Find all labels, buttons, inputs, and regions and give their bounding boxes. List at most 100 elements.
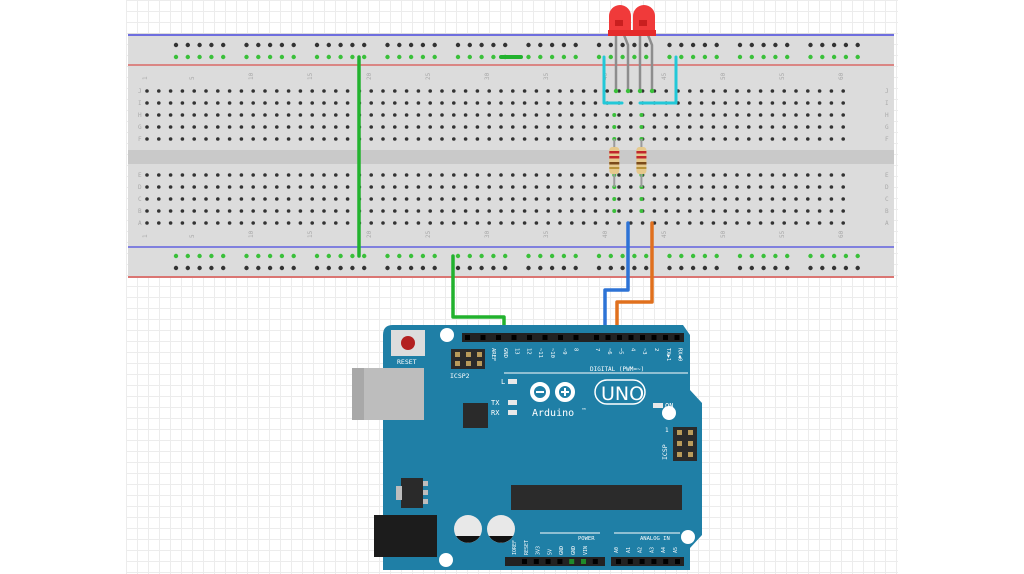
breadboard-hole <box>192 125 196 129</box>
digital-pin[interactable] <box>594 335 599 340</box>
power-pin[interactable] <box>545 559 551 564</box>
analog-pin[interactable] <box>627 559 633 564</box>
digital-pin[interactable] <box>674 335 680 340</box>
rail-hole-active <box>362 253 367 259</box>
pin6-wire[interactable] <box>603 221 630 342</box>
breadboard-hole <box>251 101 255 105</box>
breadboard-hole <box>735 185 739 189</box>
breadboard-hole <box>711 89 716 93</box>
breadboard-hole <box>334 221 338 225</box>
breadboard-hole <box>617 209 621 213</box>
rail-hole <box>173 265 179 271</box>
breadboard-hole <box>251 221 255 225</box>
rail-hole-active <box>855 54 860 60</box>
digital-pin[interactable] <box>628 335 634 340</box>
rail-hole <box>855 265 860 271</box>
rail-hole <box>644 265 649 271</box>
rail-hole-active <box>690 54 696 60</box>
digital-pin[interactable] <box>617 335 622 340</box>
led-2[interactable] <box>632 5 656 94</box>
breadboard-hole <box>239 113 244 117</box>
digital-pin[interactable] <box>527 335 532 340</box>
breadboard-hole <box>487 221 492 225</box>
rail-hole-active <box>256 54 261 60</box>
power-pin[interactable] <box>592 559 598 564</box>
breadboard-hole <box>522 101 527 105</box>
breadboard-hole <box>440 221 444 225</box>
reset-button[interactable] <box>401 336 415 350</box>
breadboard-hole <box>758 197 763 201</box>
breadboard-hole <box>416 89 421 93</box>
analog-pin[interactable] <box>663 559 669 564</box>
digital-pin[interactable] <box>605 335 611 340</box>
digital-pin[interactable] <box>480 335 486 340</box>
breadboard-hole <box>239 209 244 213</box>
breadboard-hole <box>452 101 456 105</box>
rail-hole-active <box>408 54 414 60</box>
rail-hole <box>350 265 355 271</box>
breadboard-hole <box>593 101 598 105</box>
digital-pin[interactable] <box>640 335 645 340</box>
breadboard-hole <box>416 209 421 213</box>
header-pin <box>688 441 693 446</box>
power-pin[interactable] <box>522 559 527 564</box>
led-pin-hole <box>637 88 643 94</box>
led2-cathode-wire[interactable] <box>638 55 678 105</box>
analog-pin[interactable] <box>639 559 645 564</box>
power-pin[interactable] <box>581 559 586 564</box>
power-pin[interactable] <box>569 559 575 564</box>
breadboard-hole <box>463 209 468 213</box>
header-pin <box>677 441 682 446</box>
breadboard-hole <box>381 221 385 225</box>
breadboard-hole <box>617 137 621 141</box>
power-pin[interactable] <box>557 559 563 564</box>
digital-pin[interactable] <box>558 335 563 340</box>
digital-pin[interactable] <box>511 335 517 340</box>
breadboard-hole <box>381 101 385 105</box>
digital-pin[interactable] <box>465 335 470 340</box>
breadboard-hole <box>322 209 326 213</box>
breadboard-hole <box>227 197 232 201</box>
breadboard-hole <box>475 197 480 201</box>
rail-hole-active <box>702 54 708 60</box>
resistor-band <box>609 151 620 154</box>
breadboard-hole <box>522 185 527 189</box>
led-1[interactable] <box>608 5 632 94</box>
breadboard-hole <box>345 101 350 105</box>
digital-pin[interactable] <box>496 335 501 340</box>
digital-pin[interactable] <box>573 335 579 340</box>
rail-hole-active <box>244 253 249 259</box>
breadboard-hole <box>699 113 704 117</box>
breadboard-hole <box>393 173 397 177</box>
breadboard-hole <box>546 209 550 213</box>
breadboard-hole <box>487 125 492 129</box>
led1-cathode-wire[interactable] <box>602 55 624 105</box>
breadboard-hole <box>463 125 468 129</box>
analog-pin[interactable] <box>651 559 657 564</box>
row-label: B <box>138 208 142 215</box>
digital-pin[interactable] <box>663 335 668 340</box>
header-pin <box>677 430 682 435</box>
power-jack[interactable] <box>374 515 437 557</box>
power-pin[interactable] <box>533 559 539 564</box>
breadboard-hole <box>841 89 845 93</box>
rail-hole <box>432 265 437 271</box>
pin5-wire[interactable] <box>615 221 654 342</box>
breadboard-hole <box>522 113 527 117</box>
digital-pin[interactable] <box>542 335 548 340</box>
rail-hole <box>737 42 743 48</box>
breadboard-hole <box>546 137 550 141</box>
rail-hole-active <box>831 253 837 259</box>
analog-pin[interactable] <box>616 559 621 564</box>
analog-pin[interactable] <box>675 559 680 564</box>
resistor-1[interactable] <box>609 139 620 187</box>
breadboard-hole <box>534 137 539 141</box>
digital-pin[interactable] <box>651 335 657 340</box>
digital-pin-label: ~9 <box>561 348 567 355</box>
breadboard-hole <box>570 221 574 225</box>
rail-hole-active <box>608 253 613 259</box>
rail-hole <box>620 42 625 48</box>
breadboard-hole <box>758 89 763 93</box>
rail-hole-active <box>773 253 778 259</box>
resistor-2[interactable] <box>636 139 647 187</box>
